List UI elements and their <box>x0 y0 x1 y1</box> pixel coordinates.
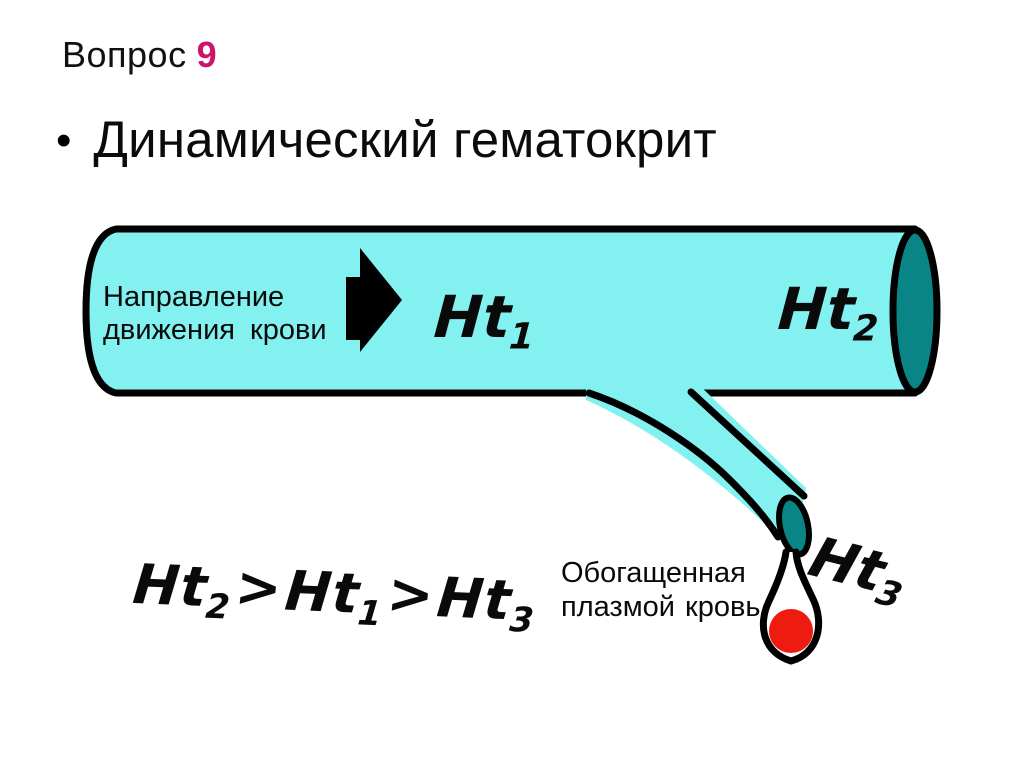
vessel-end-cross-section <box>889 226 941 396</box>
question-number: 9 <box>196 34 218 75</box>
branch-vessel-lower-wall <box>585 389 782 541</box>
branch-vessel-fill <box>586 382 806 553</box>
flow-direction-label: Направление движения крови <box>103 281 327 346</box>
ht2-label: Ht2 <box>775 275 880 350</box>
bullet-marker: • <box>56 116 72 165</box>
ht1-label: Ht1 <box>431 283 536 358</box>
greater-than-sign: > <box>232 554 286 621</box>
enriched-blood-label: Обогащенная плазмой кровь <box>561 557 761 623</box>
bullet-text: Динамический гематокрит <box>93 111 717 168</box>
branch-cross-section <box>776 494 812 558</box>
slide-title-text: Вопрос <box>62 34 187 75</box>
greater-than-sign: > <box>384 561 438 627</box>
branch-vessel-upper-wall <box>687 388 808 500</box>
blood-drop-fill <box>769 609 813 653</box>
bullet-item: • Динамический гематокрит <box>56 110 717 169</box>
flow-direction-arrow <box>346 248 402 352</box>
main-vessel-tube <box>82 225 919 397</box>
